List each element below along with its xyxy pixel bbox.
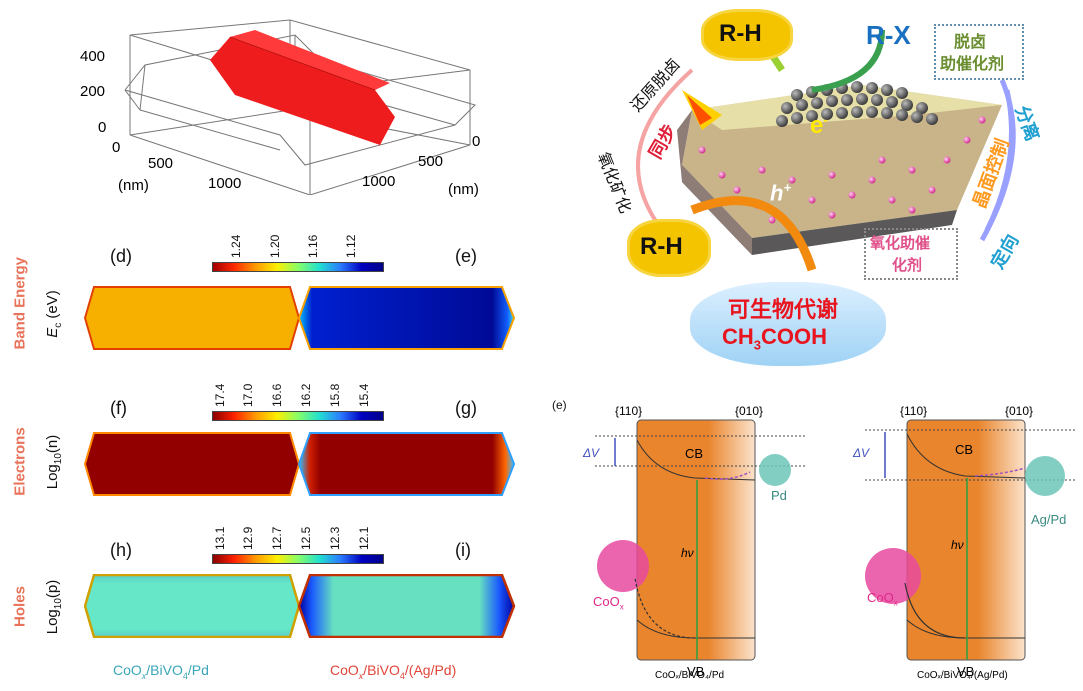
colorbar-tick: 17.4: [213, 383, 227, 407]
colorbar-tick: 12.7: [270, 526, 284, 550]
metal-label-left: Pd: [771, 488, 787, 503]
facet-110-left: {110}: [615, 404, 643, 418]
hv-label-right: hν: [951, 538, 964, 552]
colorbar-tick: 12.5: [299, 526, 313, 550]
x-tick-1000: 1000: [208, 175, 242, 192]
caption-right-material: CoOx/BiVO4/(Ag/Pd): [330, 662, 457, 681]
colorbar-electrons: [212, 411, 384, 421]
colorbar-tick: 17.0: [241, 383, 255, 407]
cb-label-right: CB: [955, 442, 974, 457]
metabolite-cloud: [690, 282, 886, 366]
heatmap-band-right: [298, 286, 516, 350]
panel-letter-g: (g): [455, 398, 477, 418]
vb-label-right: VB: [957, 664, 975, 679]
coox-label-left: CoOx: [593, 594, 624, 612]
panel-letter-e-band: (e): [552, 398, 567, 412]
cloud-line2: CH3COOH: [722, 324, 828, 353]
dehalo-cocatalyst-box: [934, 24, 1024, 80]
band-diagram-right: {110} {010} ΔV CB VB hν Ag/Pd CoOx CoOₓ/…: [845, 398, 1083, 686]
colorbar-tick: 15.8: [328, 383, 342, 407]
mechanism-scheme: R-H R-X 脱卤 助催化剂 还原脱卤 氧化矿化 同步 e- h+ R-H 氧…: [582, 0, 1082, 380]
oxid-box-line2: 化剂: [892, 257, 923, 274]
y-tick-500: 500: [418, 153, 444, 170]
colorbar-tick: 1.20: [268, 234, 282, 258]
rh-top-cloud: [704, 12, 790, 58]
delta-v-right: ΔV: [853, 446, 870, 460]
z-tick-400: 400: [80, 48, 106, 65]
hole-label: h+: [770, 180, 792, 206]
oxid-box-line1: 氧化助催: [870, 235, 931, 252]
side-label-band-energy: Band Energy: [11, 256, 29, 350]
colorbar-tick: 1.12: [344, 234, 358, 258]
cb-label-left: CB: [685, 446, 704, 461]
dehalo-box-line2: 助催化剂: [940, 56, 1005, 73]
panel-letter-f: (f): [110, 398, 127, 418]
caption-band-right: CoOₓ/BiVO₄/(Ag/Pd): [917, 670, 1008, 681]
metal-label-right: Ag/Pd: [1031, 512, 1067, 527]
colorbar-tick: 1.24: [229, 234, 243, 258]
rh-bottom-cloud: [630, 222, 708, 274]
cloud-line1: 可生物代谢: [728, 297, 839, 322]
x-tick-0: 0: [112, 139, 121, 156]
colorbar-tick: 16.2: [299, 383, 313, 407]
rx-label: R-X: [866, 20, 911, 50]
band-diagram-left: {110} {010} ΔV CB VB hν Pd CoOx CoOₓ/BiV…: [575, 398, 815, 686]
dehalo-box-line1: 脱卤: [954, 34, 987, 51]
y-axis-label-log-n: Log10(n): [44, 434, 64, 490]
scheme-svg: [636, 29, 1016, 272]
colorbar-holes: [212, 554, 384, 564]
colorbar-tick: 12.3: [328, 526, 342, 550]
panel-letter-e: (e): [455, 246, 477, 266]
coox-label-right: CoOx: [867, 590, 898, 608]
x-tick-500: 500: [148, 155, 174, 172]
side-label-electrons: Electrons: [11, 427, 29, 496]
heatmap-holes-right: [298, 574, 516, 638]
plot-3d-nanoparticle: 400 200 0 0 500 (nm) 1000 0 500 1000 (nm…: [80, 5, 500, 198]
colorbar-tick: 15.4: [357, 383, 371, 407]
colorbar-tick: 1.16: [306, 234, 320, 258]
rh-top-label: R-H: [719, 20, 762, 47]
y-unit: (nm): [448, 181, 479, 198]
facet-010-left: {010}: [735, 404, 764, 418]
panel-letter-i: (i): [455, 540, 471, 560]
caption-band-left: CoOₓ/BiVO₄/Pd: [655, 670, 725, 681]
hv-label-left: hν: [681, 546, 694, 560]
colorbar-tick: 16.6: [270, 383, 284, 407]
y-tick-1000: 1000: [362, 173, 396, 190]
heatmap-electrons-left: [84, 432, 300, 496]
vb-label-left: VB: [687, 664, 705, 679]
delta-v-left: ΔV: [583, 446, 600, 460]
heatmap-band-left: [84, 286, 300, 350]
plot-3d-svg: [124, 19, 476, 196]
facet-110-right: {110}: [900, 404, 928, 418]
colorbar-tick: 13.1: [213, 526, 227, 550]
side-label-holes: Holes: [11, 586, 29, 627]
y-axis-label-ec: Ec (eV): [44, 290, 64, 338]
electron-label: e-: [810, 112, 828, 139]
band-left-svg: [595, 419, 805, 661]
caption-left-material: CoOx/BiVO4/Pd: [113, 662, 209, 681]
panel-letter-d: (d): [110, 246, 132, 266]
band-right-svg: [865, 419, 1075, 661]
facet-010-right: {010}: [1005, 404, 1034, 418]
x-unit: (nm): [118, 177, 149, 194]
colorbar-band-energy: [212, 262, 384, 272]
z-tick-200: 200: [80, 83, 106, 100]
rh-bottom-label: R-H: [640, 233, 683, 260]
colorbar-tick: 12.1: [357, 526, 371, 550]
panel-letter-h: (h): [110, 540, 132, 560]
y-tick-0: 0: [472, 133, 481, 150]
heatmap-electrons-right: [298, 432, 516, 496]
colorbar-tick: 12.9: [241, 526, 255, 550]
heatmap-holes-left: [84, 574, 300, 638]
y-axis-label-log-p: Log10(p): [44, 579, 64, 635]
oxidation-cocatalyst-box: [864, 228, 958, 280]
z-tick-0: 0: [98, 119, 107, 136]
